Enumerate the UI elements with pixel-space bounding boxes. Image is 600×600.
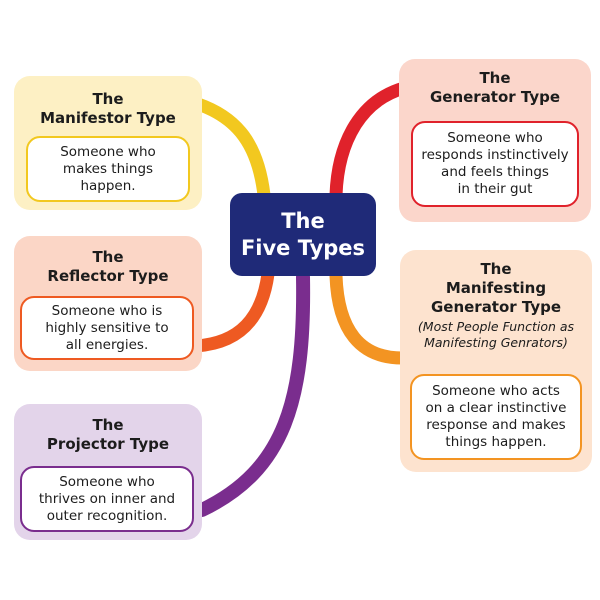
manifesting-generator-note: (Most People Function as Manifesting Gen… xyxy=(400,319,592,351)
manifesting-generator-type-card: The Manifesting Generator Type (Most Peo… xyxy=(400,250,592,472)
generator-type-card: The Generator Type Someone who responds … xyxy=(399,59,591,222)
manifestor-type-title: The Manifestor Type xyxy=(14,90,202,128)
description-line: Someone who xyxy=(447,130,543,146)
description-line: makes things xyxy=(62,160,154,177)
five-types-center-node: The Five Types xyxy=(230,193,376,276)
description-line: and feels things xyxy=(441,164,549,180)
description-line: things happen. xyxy=(445,434,547,450)
generator-description: Someone who responds instinctively and f… xyxy=(411,121,579,207)
connector-manifestor xyxy=(191,97,271,202)
projector-type-card: The Projector Type Someone who thrives o… xyxy=(14,404,202,540)
description-line: highly sensitive to xyxy=(45,319,169,336)
description-line: happen. xyxy=(80,177,136,194)
note-line: (Most People Function as xyxy=(417,319,575,334)
title-line: The xyxy=(479,69,511,87)
connector-reflector xyxy=(189,267,275,353)
connector-generator xyxy=(329,81,411,202)
title-line: The xyxy=(92,416,124,434)
manifestor-type-card: The Manifestor Type Someone who makes th… xyxy=(14,76,202,210)
reflector-type-card: The Reflector Type Someone who is highly… xyxy=(14,236,202,371)
title-line: Manifesting xyxy=(445,279,547,297)
description-line: Someone who xyxy=(59,473,155,490)
title-line: The xyxy=(92,90,124,108)
description-line: response and makes xyxy=(426,417,566,433)
description-line: Someone who is xyxy=(51,302,163,319)
generator-type-title: The Generator Type xyxy=(399,69,591,107)
description-line: responds instinctively xyxy=(421,147,569,163)
manifestor-description: Someone who makes things happen. xyxy=(26,136,190,202)
description-line: Someone who acts xyxy=(432,383,560,399)
center-title-line: Five Types xyxy=(240,235,366,260)
title-line: The xyxy=(480,260,512,278)
reflector-description: Someone who is highly sensitive to all e… xyxy=(20,296,194,360)
title-line: Projector Type xyxy=(46,435,170,453)
connector-projector xyxy=(195,270,311,517)
description-line: Someone who xyxy=(60,143,156,160)
title-line: Generator Type xyxy=(429,88,561,106)
description-line: all energies. xyxy=(65,336,149,353)
title-line: Generator Type xyxy=(430,298,562,316)
description-line: on a clear instinctive xyxy=(425,400,567,416)
description-line: outer recognition. xyxy=(46,507,168,524)
description-line: in their gut xyxy=(457,181,533,197)
title-line: Reflector Type xyxy=(47,267,169,285)
description-line: thrives on inner and xyxy=(38,490,176,507)
projector-description: Someone who thrives on inner and outer r… xyxy=(20,466,194,532)
center-title-line: The xyxy=(281,208,325,233)
reflector-type-title: The Reflector Type xyxy=(14,248,202,286)
projector-type-title: The Projector Type xyxy=(14,416,202,454)
connector-manifesting-generator xyxy=(329,269,409,365)
manifesting-generator-type-title: The Manifesting Generator Type xyxy=(400,260,592,317)
manifesting-generator-description: Someone who acts on a clear instinctive … xyxy=(410,374,582,460)
title-line: The xyxy=(92,248,124,266)
note-line: Manifesting Genrators) xyxy=(424,335,568,350)
title-line: Manifestor Type xyxy=(40,109,176,127)
